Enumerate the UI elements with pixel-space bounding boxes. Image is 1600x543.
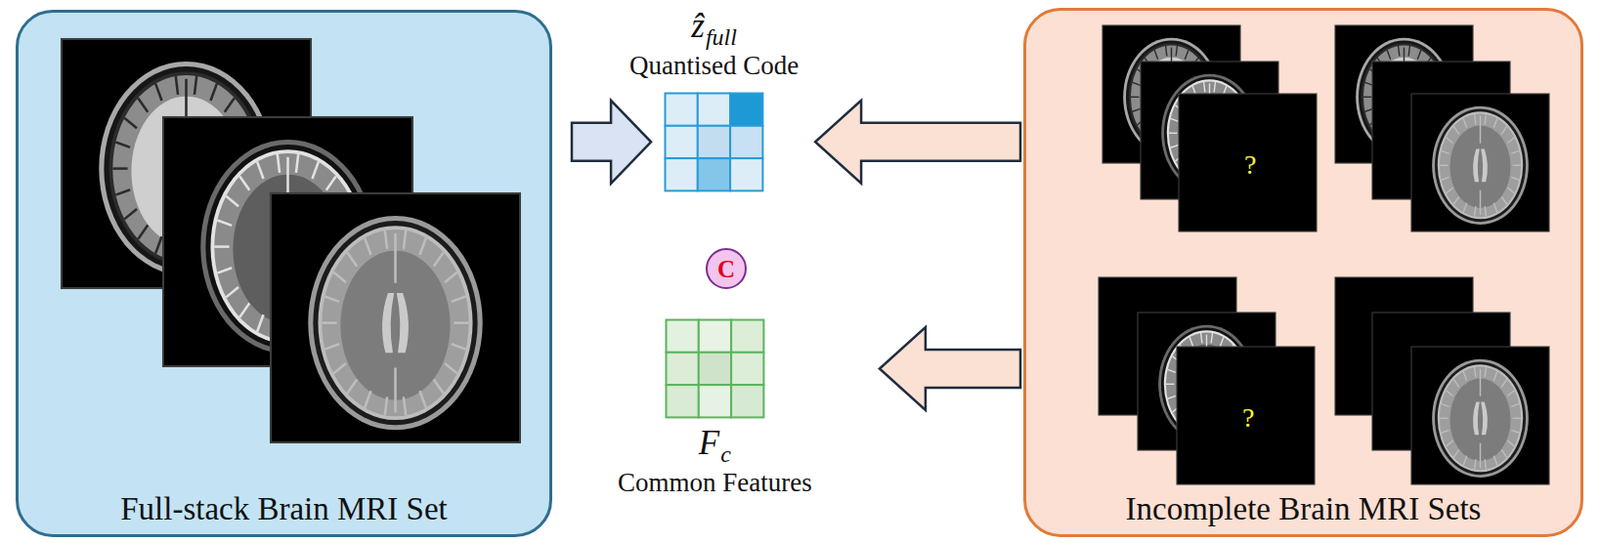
concat-symbol: C	[705, 248, 747, 290]
feature-grid	[664, 318, 766, 420]
symbol-main: F	[698, 424, 720, 463]
quantised-code-block: ẑfullQuantised Code	[625, 7, 803, 193]
code-grid	[663, 91, 765, 193]
panel-label: Full-stack Brain MRI Set	[18, 491, 550, 529]
missing-mark: ?	[1244, 151, 1256, 179]
block-caption: Quantised Code	[629, 49, 799, 82]
block-arrow	[815, 100, 1021, 184]
mri-illustration	[1023, 7, 1584, 538]
panel-label: Incomplete Brain MRI Sets	[1026, 491, 1581, 529]
math-symbol: Fc	[698, 425, 732, 468]
concat-label: C	[717, 257, 736, 282]
block-arrow	[571, 100, 651, 184]
missing-mark: ?	[1242, 404, 1255, 433]
block-caption: Common Features	[617, 467, 813, 499]
symbol-subscript: full	[705, 24, 737, 50]
mri-illustration	[15, 9, 553, 538]
symbol-main: ẑ	[691, 6, 705, 45]
input-panel: Incomplete Brain MRI Sets??	[1023, 7, 1584, 538]
symbol-subscript: c	[720, 441, 732, 468]
math-symbol: ẑfull	[691, 7, 737, 50]
common-features-block: FcCommon Features	[613, 318, 817, 500]
input-panel: Full-stack Brain MRI Set	[15, 9, 553, 538]
block-arrow	[879, 327, 1021, 411]
